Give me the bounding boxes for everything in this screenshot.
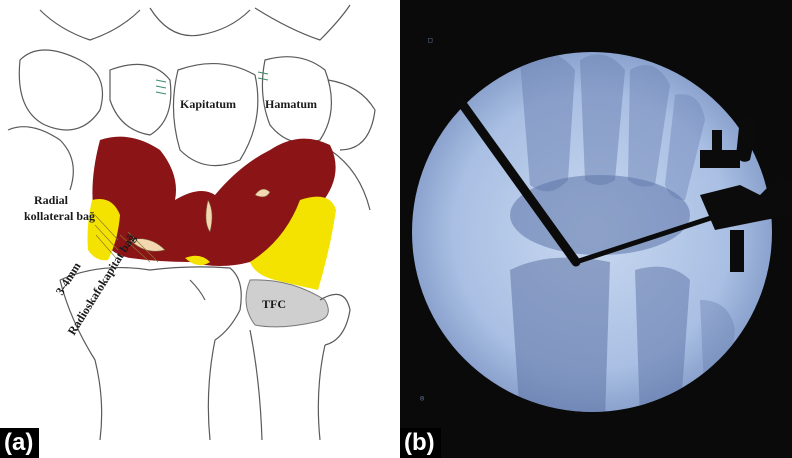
wrist-anatomy-illustration: Kapitatum Hamatum Radial kollateral bağ … (0, 0, 398, 458)
label-tfc: TFC (262, 297, 286, 311)
panel-b-fluoroscopy: □ ◎ (b) (400, 0, 792, 458)
panel-a-wrist-drawing: Kapitatum Hamatum Radial kollateral bağ … (0, 0, 398, 458)
panel-label-b: (b) (400, 428, 441, 458)
label-radial: Radial (34, 193, 69, 207)
hud-top-left: □ (428, 36, 432, 44)
intercarpal-ligaments (156, 72, 268, 94)
label-hamatum: Hamatum (265, 97, 317, 111)
label-kapitatum: Kapitatum (180, 97, 236, 111)
label-measure: 3-4mm (53, 260, 84, 298)
panel-label-a: (a) (0, 428, 39, 458)
label-kollateral-bag: kollateral bağ (24, 209, 95, 223)
hud-logo: ◎ (420, 394, 425, 402)
fluoroscopy-image: □ ◎ (400, 0, 792, 458)
